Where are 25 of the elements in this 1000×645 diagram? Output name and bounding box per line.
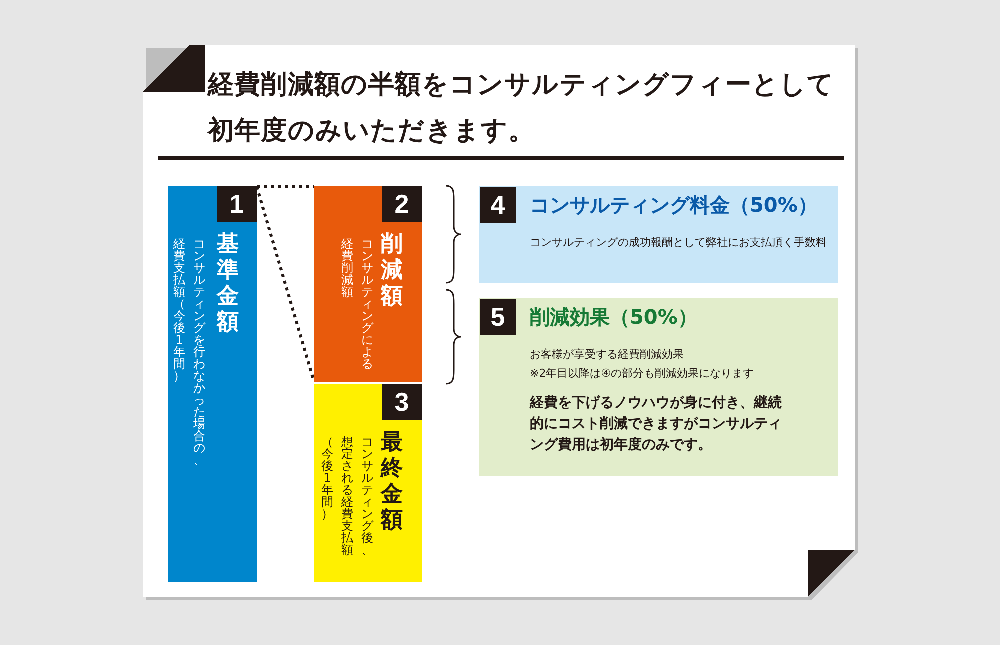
amount-bar xyxy=(168,186,257,582)
summary-text: 経費を下げるノウハウが身に付き、継続的にコスト削減できますがコンサルティング費用は初年度のみです。 xyxy=(530,394,783,455)
number-badge: 4 xyxy=(480,187,516,223)
bar-heading: 最終金額 xyxy=(380,430,404,534)
bar-heading: 基準金額 xyxy=(216,232,240,336)
bar-description: コンサルティング後、想定される経費支払額（今後1年間） xyxy=(321,436,374,558)
number-badge: 1 xyxy=(217,186,257,222)
bar-heading: 削減額 xyxy=(380,232,404,310)
amount-bar xyxy=(314,186,422,382)
box-heading: 削減効果（50%） xyxy=(530,304,698,331)
title: 経費削減額の半額をコンサルティングフィーとして初年度のみいただきます。 xyxy=(208,69,836,147)
bar-description: コンサルティングによる経費削減額 xyxy=(341,238,374,372)
bar-description: コンサルティングを行わなかった場合の、経費支払額（今後1年間） xyxy=(173,238,206,468)
box-heading: コンサルティング料金（50%） xyxy=(530,192,818,219)
description-text: お客様が享受する経費削減効果 xyxy=(530,347,685,363)
info-box xyxy=(479,186,838,283)
number-badge: 2 xyxy=(382,186,422,222)
dotted-line xyxy=(256,186,316,382)
description-text: ※2年目以降は④の部分も削減効果になります xyxy=(530,366,756,382)
number-badge: 5 xyxy=(480,299,516,335)
amount-bar xyxy=(314,384,422,582)
number-badge: 3 xyxy=(382,384,422,420)
info-box xyxy=(479,298,838,476)
description-text: コンサルティングの成功報酬として弊社にお支払頂く手数料 xyxy=(530,235,828,251)
dotted-line xyxy=(257,186,314,188)
